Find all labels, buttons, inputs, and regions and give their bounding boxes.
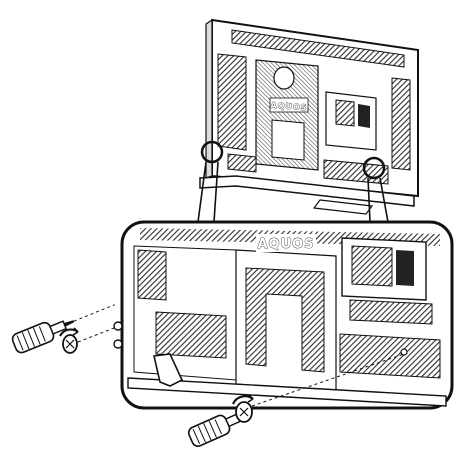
tv-lower-box: [272, 120, 304, 160]
detail-left-vent: [138, 250, 166, 300]
screw-hole-2: [114, 340, 122, 348]
screw-hole-3: [401, 349, 407, 355]
detail-terminal-sub: [350, 300, 432, 324]
tv-side-edge: [206, 20, 212, 178]
tv-left-vent: [218, 54, 246, 150]
detail-bottom-vent-left: [156, 312, 226, 358]
tv-right-vent: [392, 78, 410, 170]
screw-guide-line: [78, 328, 114, 342]
detail-bottom-vent-right: [340, 334, 440, 378]
tv-stand-foot: [314, 200, 372, 214]
screw-icon: [60, 328, 78, 353]
tv-terminal-port: [358, 104, 370, 128]
detail-terminal-port: [396, 250, 414, 286]
tv-round-cover: [274, 67, 294, 89]
detail-terminal-block: [352, 246, 392, 286]
brand-label-large: AQUOS: [257, 237, 314, 252]
detail-callout: AQUOS: [114, 222, 452, 408]
tv-rear-view: AQUOS: [198, 20, 418, 222]
tv-terminal-block: [336, 100, 354, 126]
screw-hole-1: [114, 322, 122, 330]
tv-lower-vent-left: [228, 154, 256, 172]
